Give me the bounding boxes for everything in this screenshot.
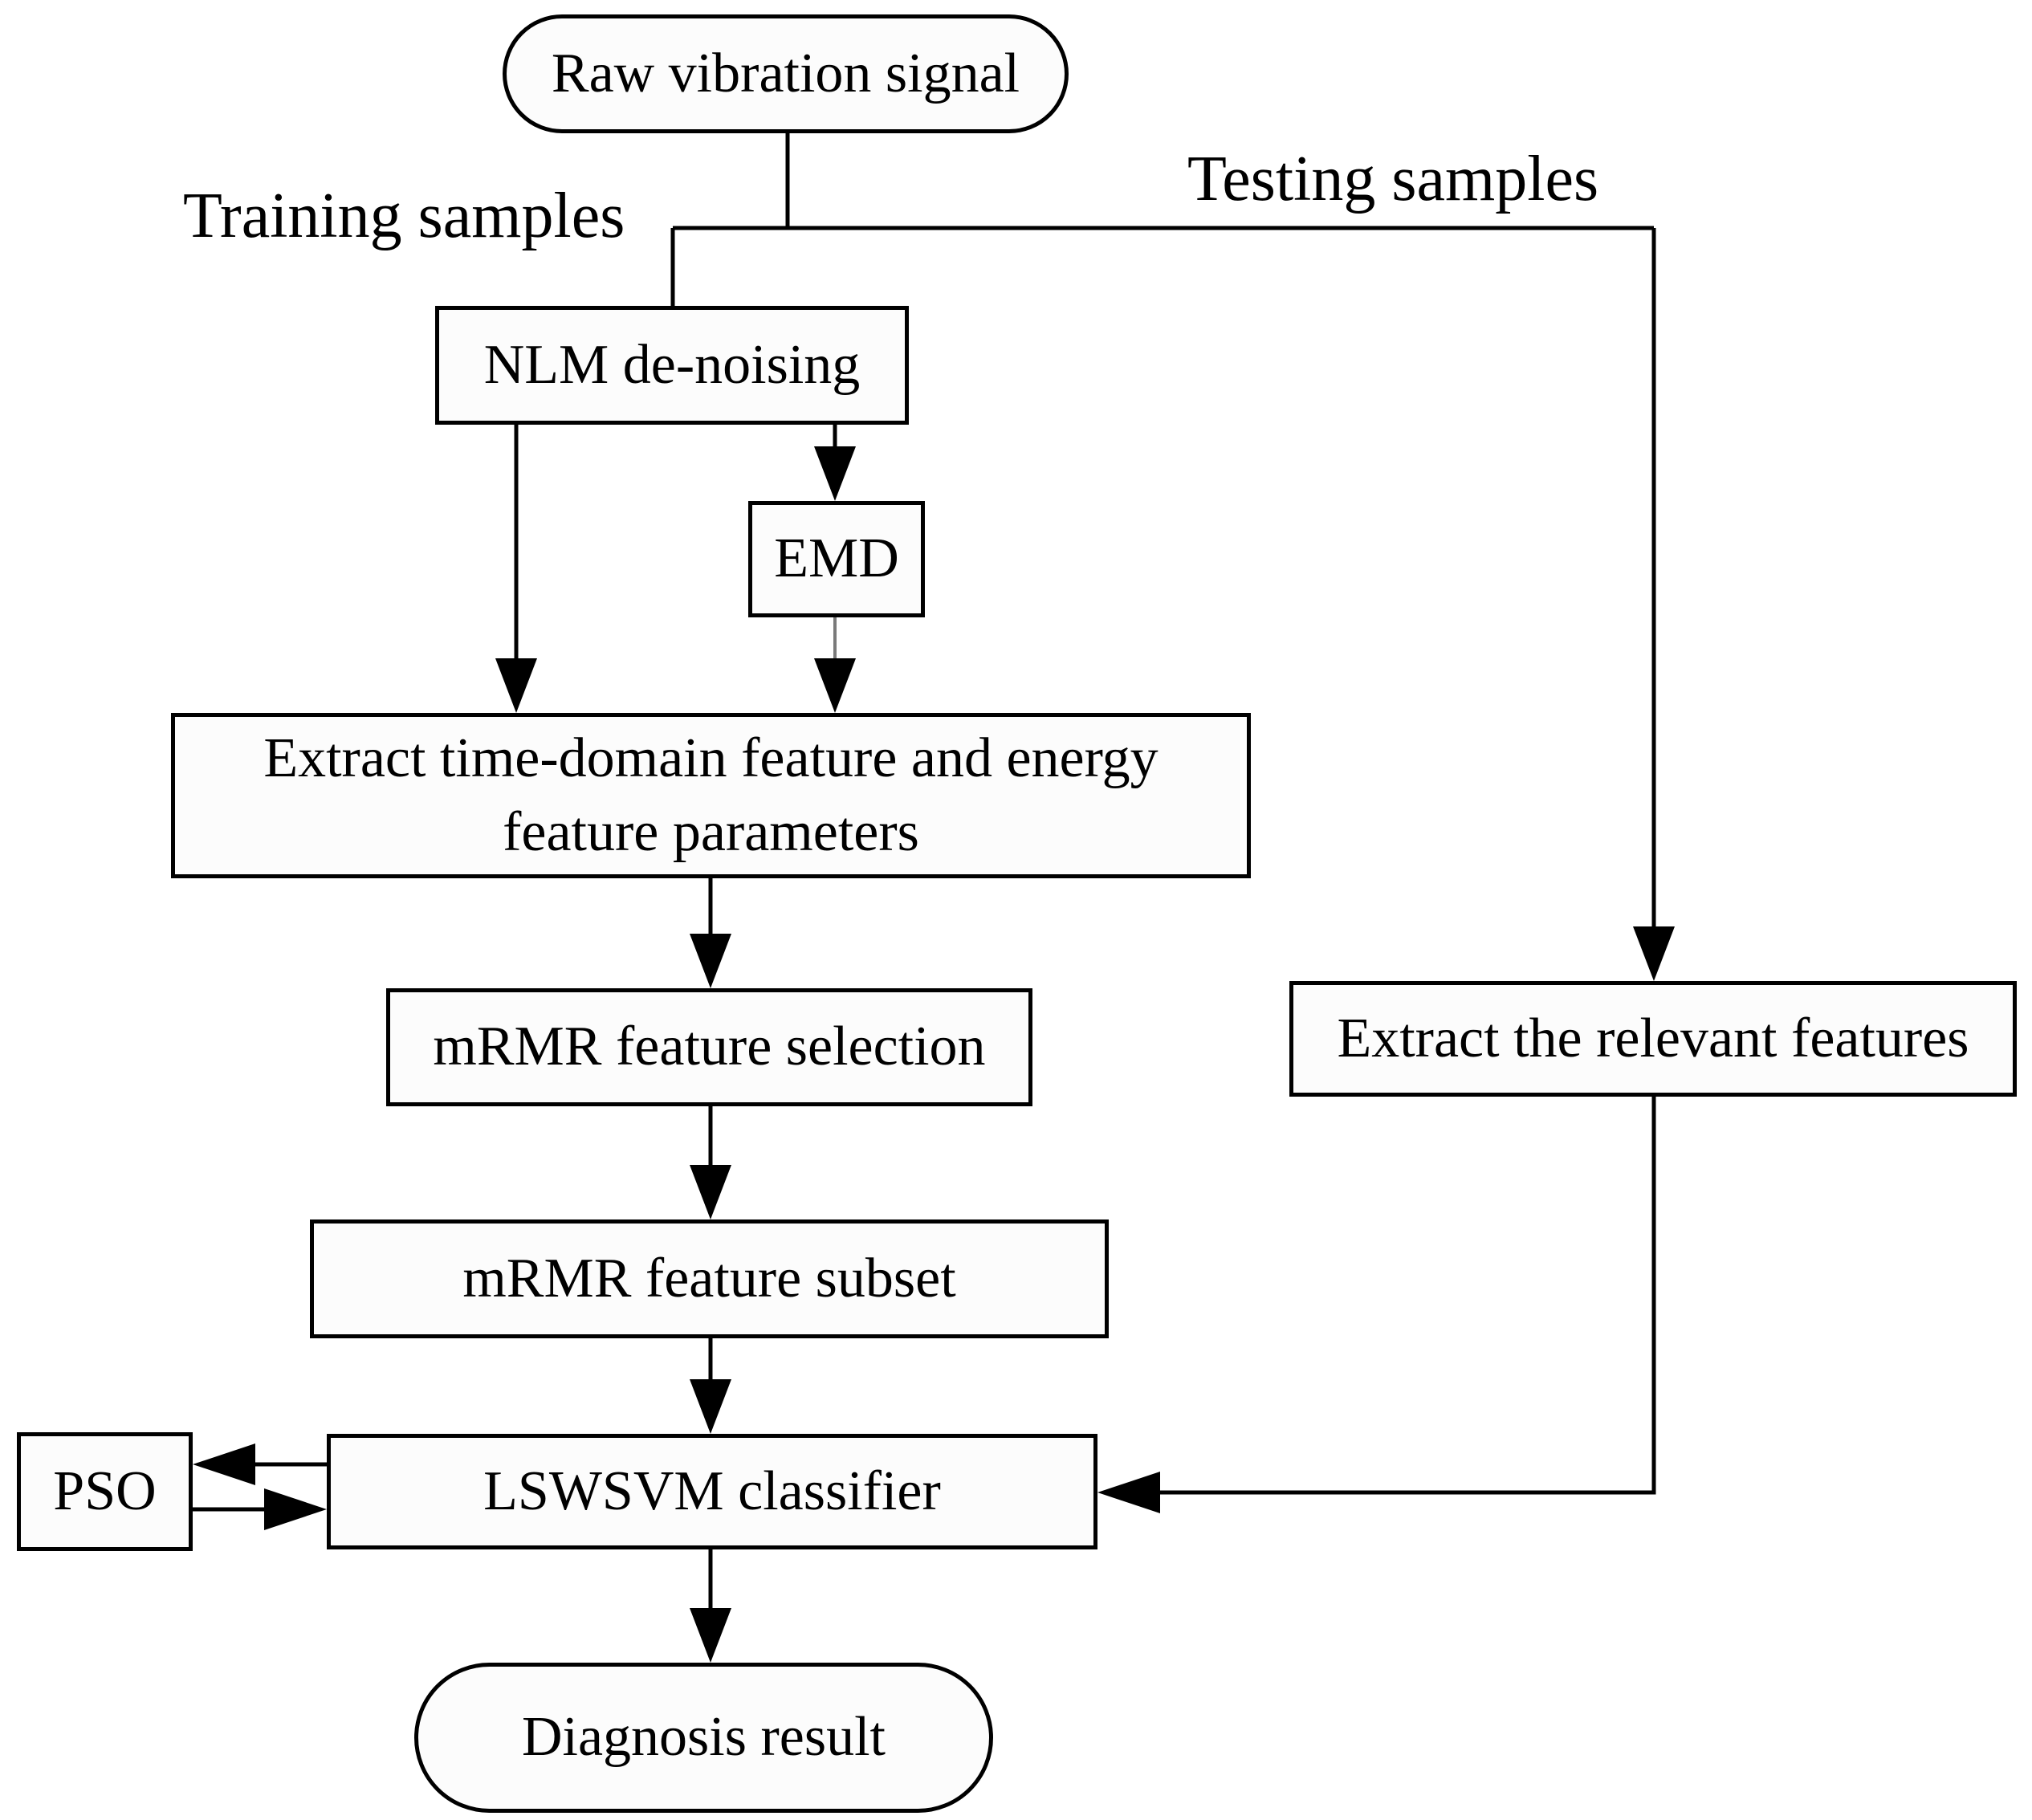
node-extract-time-domain-features-line2: feature parameters xyxy=(503,801,919,863)
node-emd: EMD xyxy=(748,501,925,617)
arrowhead-extract-test xyxy=(1633,926,1675,981)
arrowhead-selection xyxy=(690,934,731,988)
node-emd-label: EMD xyxy=(774,527,899,590)
node-extract-time-domain-features-line1: Extract time-domain feature and energy xyxy=(263,727,1159,789)
edge-extract-test-to-lswsvm xyxy=(1158,1097,1656,1495)
arrowhead-emd xyxy=(814,446,856,501)
label-training-samples: Training samples xyxy=(183,184,625,248)
node-raw-vibration-signal: Raw vibration signal xyxy=(503,14,1069,133)
arrowhead-lswsvm-right xyxy=(1097,1472,1160,1513)
arrowhead-lswsvm-top xyxy=(690,1379,731,1434)
node-mrmr-feature-subset: mRMR feature subset xyxy=(310,1219,1109,1338)
node-extract-relevant-features-label: Extract the relevant features xyxy=(1337,1007,1969,1069)
arrowhead-nlm-extract xyxy=(495,658,537,713)
node-diagnosis-result: Diagnosis result xyxy=(414,1663,993,1813)
arrowhead-subset xyxy=(690,1165,731,1219)
arrowhead-emd-extract xyxy=(814,658,856,713)
node-nlm-denoising: NLM de-noising xyxy=(435,306,909,425)
node-extract-relevant-features: Extract the relevant features xyxy=(1289,981,2017,1097)
node-lswsvm-classifier-label: LSWSVM classifier xyxy=(483,1460,941,1522)
node-pso: PSO xyxy=(17,1432,193,1551)
label-testing-samples: Testing samples xyxy=(1187,147,1598,211)
label-testing-samples-text: Testing samples xyxy=(1187,144,1599,214)
node-pso-label: PSO xyxy=(53,1460,157,1522)
arrowhead-diagnosis xyxy=(690,1608,731,1663)
arrowhead-lswsvm-left xyxy=(264,1488,327,1530)
node-lswsvm-classifier: LSWSVM classifier xyxy=(327,1434,1097,1549)
node-nlm-denoising-label: NLM de-noising xyxy=(483,333,861,396)
node-raw-vibration-signal-label: Raw vibration signal xyxy=(551,42,1020,104)
node-diagnosis-result-label: Diagnosis result xyxy=(521,1706,886,1769)
node-mrmr-feature-subset-label: mRMR feature subset xyxy=(462,1247,956,1309)
arrowhead-pso xyxy=(193,1443,255,1485)
label-training-samples-text: Training samples xyxy=(183,181,625,251)
node-mrmr-feature-selection-label: mRMR feature selection xyxy=(433,1016,986,1078)
node-mrmr-feature-selection: mRMR feature selection xyxy=(386,988,1032,1106)
node-extract-time-domain-features: Extract time-domain feature and energy f… xyxy=(171,713,1251,878)
